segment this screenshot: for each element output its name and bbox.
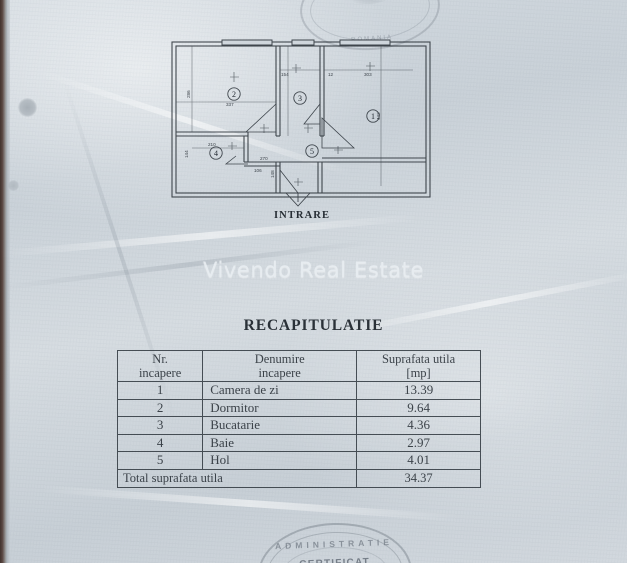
row-name: Baie [202,433,358,452]
floor-plan-drawing: 2 3 1 4 5 337 286 154 12 303 442 210 144 [168,36,436,216]
room-marker-2: 2 [232,90,236,99]
paper-smudge-1 [18,98,37,117]
row-nr: 1 [116,381,204,400]
recapitulation-title: RECAPITULATIE [243,317,384,334]
header-denumire-line1: Denumire [254,352,305,366]
total-label: Total suprafata utila [116,468,358,488]
room-marker-5: 5 [310,147,314,156]
page-binding-shadow [6,0,10,563]
header-denumire-incapere: Denumire incapere [202,350,358,382]
entrance-label: INTRARE [273,210,331,221]
dim-hall-width: 270 [260,156,268,161]
row-nr: 3 [116,416,204,435]
dim-hall-height: 148 [270,170,275,178]
row-area: 4.01 [356,451,481,470]
row-nr: 5 [116,451,204,470]
header-suprafata-utila: Suprafata utila [mp] [356,350,481,382]
table-row: 4 Baie 2.97 [116,433,481,452]
total-area: 34.37 [356,468,481,488]
header-nr-line1: Nr. [152,352,168,366]
row-area: 2.97 [356,433,481,452]
table-row: 5 Hol 4.01 [116,451,481,470]
recapitulation-table-wrapper: Nr. incapere Denumire incapere Suprafata… [116,350,481,488]
row-name: Hol [202,451,358,470]
dim-room2-width: 337 [226,102,234,107]
table-total-row: Total suprafata utila 34.37 [116,468,481,488]
header-denumire-line2: incapere [258,366,301,380]
header-suprafata-line2: [mp] [406,366,431,380]
row-nr: 4 [116,433,204,452]
header-nr-incapere: Nr. incapere [116,350,204,382]
header-suprafata-line1: Suprafata utila [381,352,456,366]
dim-room4-top: 210 [208,142,216,147]
table-row: 2 Dormitor 9.64 [116,398,481,417]
paper-smudge-2 [8,180,19,191]
room-marker-1: 1 [371,112,375,121]
dim-room2-height: 286 [186,90,191,98]
row-nr: 2 [116,398,204,417]
room-marker-4: 4 [214,149,218,158]
dim-room1-right: 442 [376,112,381,120]
table-header-row: Nr. incapere Denumire incapere Suprafata… [116,350,481,382]
row-name: Camera de zi [202,381,358,400]
dim-room1-gap: 12 [328,72,334,77]
row-area: 4.36 [356,416,481,435]
row-area: 9.64 [356,398,481,417]
table-row: 1 Camera de zi 13.39 [116,381,481,400]
recapitulation-table: Nr. incapere Denumire incapere Suprafata… [116,350,481,488]
header-nr-line2: incapere [138,366,182,380]
row-name: Dormitor [202,398,358,417]
room-marker-3: 3 [298,94,302,103]
page-binding-edge [0,0,7,563]
dim-room4-bottom: 106 [254,168,262,173]
table-row: 3 Bucatarie 4.36 [116,416,481,435]
dim-room4-left: 144 [184,150,189,158]
dim-room3-top: 154 [281,72,289,77]
watermark-text: Vivendo Real Estate [202,258,425,282]
row-name: Bucatarie [202,416,358,435]
dim-room1-top: 303 [364,72,372,77]
row-area: 13.39 [356,381,481,400]
